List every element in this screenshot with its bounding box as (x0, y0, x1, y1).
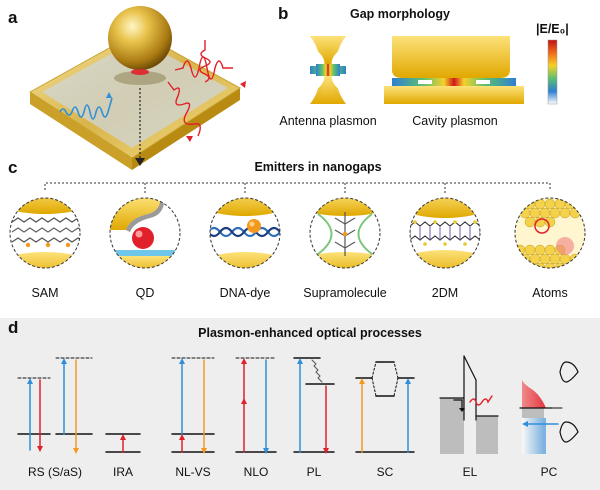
panel-c-label: c (8, 158, 18, 177)
emitter-supramolecule-illustration (310, 198, 380, 268)
emitter-2dm-illustration (410, 198, 480, 268)
process-pc-diagram (519, 361, 579, 454)
gold-nanoparticle (108, 6, 172, 70)
slab-left-face (30, 92, 132, 170)
emitter-sam-illustration (10, 198, 80, 268)
process-el-diagram (439, 355, 499, 454)
caption-antenna-plasmon: Antenna plasmon (279, 114, 377, 128)
panel-b-label: b (278, 4, 289, 23)
process-label-pc: PC (540, 465, 558, 479)
cavity-top-facet (392, 36, 510, 78)
panel-a-illustration (29, 6, 246, 170)
process-label-rs: RS (S/aS) (27, 465, 83, 479)
slab-right-face (132, 88, 240, 170)
emitter-label-qd: QD (135, 286, 155, 300)
process-label-nlo: NLO (243, 465, 269, 479)
emitter-label-2dm: 2DM (431, 286, 459, 300)
gap-hotspot (131, 69, 149, 75)
process-rs-diagram (17, 357, 93, 454)
cavity-gap-field (392, 78, 516, 86)
panel-d-label: d (8, 318, 19, 337)
incident-light-wave (59, 97, 113, 120)
process-label-el: EL (462, 465, 478, 479)
colorbar (547, 39, 558, 105)
process-label-pl: PL (306, 465, 322, 479)
emitter-label-atoms: Atoms (532, 286, 568, 300)
panel-b-illustration (292, 36, 558, 105)
emitter-qd-illustration (110, 198, 180, 268)
process-label-sc: SC (376, 465, 394, 479)
panel-d-title: Plasmon-enhanced optical processes (198, 326, 422, 340)
emitter-label-dna-dye: DNA-dye (219, 286, 271, 300)
emitter-label-supramolecule: Supramolecule (303, 286, 387, 300)
emitter-dna-dye-illustration (210, 198, 280, 268)
process-pl-diagram (293, 357, 335, 454)
cavity-substrate (384, 86, 524, 104)
scattered-wave-2 (167, 81, 201, 137)
process-label-ira: IRA (112, 465, 134, 479)
spacer-layer (42, 39, 228, 148)
process-nlvs-diagram (171, 357, 215, 454)
process-label-nlvs: NL-VS (175, 465, 211, 479)
panel-a-label: a (8, 8, 18, 27)
bracket (44, 182, 551, 190)
process-sc-diagram (355, 361, 415, 453)
process-nlo-diagram (235, 357, 277, 454)
scattered-wave-3 (199, 40, 211, 83)
caption-cavity-plasmon: Cavity plasmon (412, 114, 498, 128)
panel-b-title: Gap morphology (350, 7, 450, 21)
panel-c-illustration (9, 182, 586, 269)
colorbar-label: |E/E₀| (536, 22, 569, 36)
emitter-label-sam: SAM (31, 286, 59, 300)
emitter-atoms-illustration (515, 198, 585, 268)
panel-c-title: Emitters in nanogaps (254, 160, 382, 174)
panel-d-illustration (17, 355, 579, 454)
process-ira-diagram (105, 433, 141, 453)
